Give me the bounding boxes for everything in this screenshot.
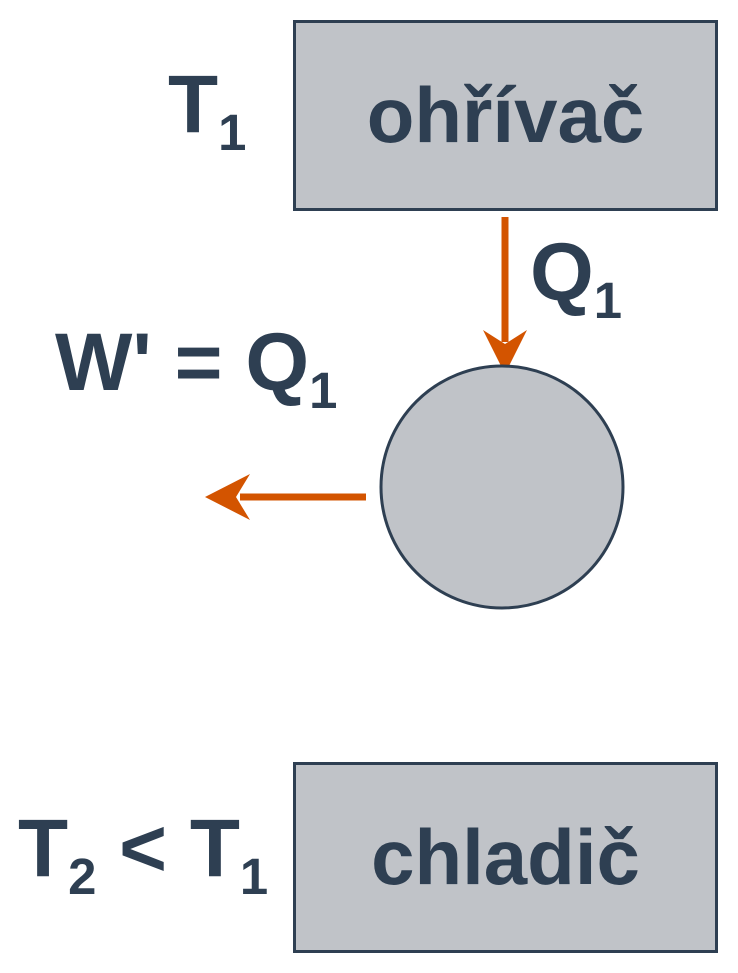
work-subscript: 1 <box>309 361 338 419</box>
cooler-temperature-subscript: 2 <box>68 847 97 905</box>
heater-temperature-label: T1 <box>168 64 246 158</box>
heater-temperature-symbol: T <box>168 59 219 150</box>
cooler-temperature-symbol: T <box>18 803 69 894</box>
cooler-temperature-subscript-2: 1 <box>239 847 269 905</box>
cooler-temperature-relation: < T <box>96 803 240 894</box>
work-equation: W' = Q <box>55 317 310 408</box>
heater-box: ohřívač <box>293 20 718 211</box>
engine-circle <box>379 364 625 610</box>
work-arrow-head <box>205 474 250 520</box>
heat-flow-arrow-head <box>483 330 527 374</box>
heat-flow-symbol: Q <box>530 227 594 318</box>
cooler-label: chladič <box>371 813 640 901</box>
cooler-temperature-label: T2 < T1 <box>18 808 268 902</box>
work-label: W' = Q1 <box>55 322 337 416</box>
heat-flow-subscript: 1 <box>593 271 623 329</box>
heat-flow-label: Q1 <box>530 232 622 326</box>
heater-temperature-subscript: 1 <box>218 103 247 161</box>
heater-label: ohřívač <box>366 71 645 159</box>
cooler-box: chladič <box>293 762 718 953</box>
